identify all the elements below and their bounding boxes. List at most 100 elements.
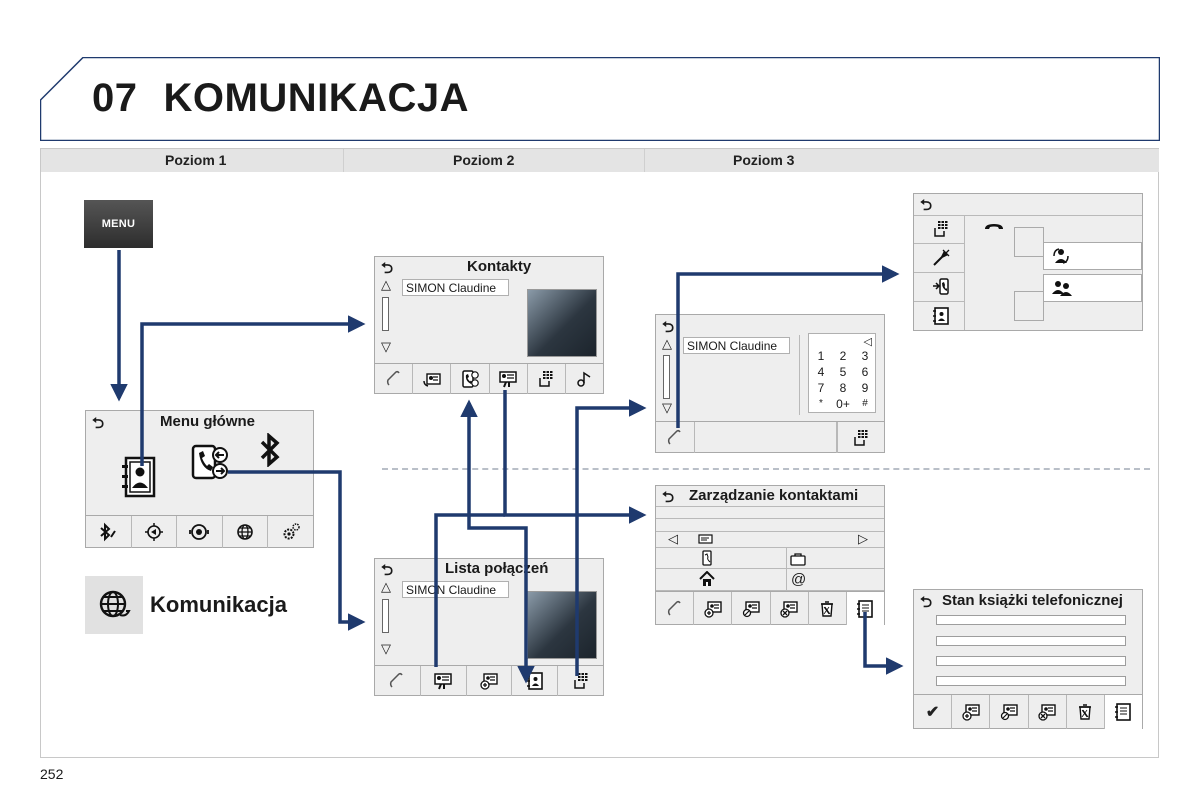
- internet-icon[interactable]: [223, 516, 269, 548]
- key-4[interactable]: 4: [817, 365, 825, 379]
- trash-icon[interactable]: [809, 592, 847, 625]
- menu-button[interactable]: MENU: [84, 200, 153, 248]
- transfer-call-icon[interactable]: [931, 277, 951, 297]
- next-arrow[interactable]: ▷: [858, 531, 868, 546]
- swap-call-button[interactable]: [1043, 242, 1142, 270]
- key-6[interactable]: 6: [861, 365, 869, 379]
- scrollbar[interactable]: [663, 355, 670, 399]
- bluetooth-audio-icon[interactable]: [86, 516, 132, 548]
- trash-icon[interactable]: [1067, 695, 1105, 729]
- keypad-icon[interactable]: [528, 364, 566, 394]
- keypad-icon[interactable]: [931, 219, 951, 239]
- contact-manage-icon[interactable]: [421, 666, 467, 696]
- mute-icon[interactable]: [931, 248, 951, 268]
- call-icon[interactable]: [656, 422, 695, 453]
- radio-icon[interactable]: [177, 516, 223, 548]
- scroll-down-icon[interactable]: ▽: [381, 641, 391, 656]
- call-icon[interactable]: [190, 443, 230, 483]
- back-icon[interactable]: ⮌: [381, 260, 394, 277]
- divider: [656, 547, 884, 548]
- divider: [914, 272, 964, 273]
- divider: [914, 215, 1142, 216]
- scroll-up-icon[interactable]: △: [381, 579, 391, 594]
- key-9[interactable]: 9: [861, 381, 869, 395]
- phonebook-icon[interactable]: [931, 306, 951, 326]
- back-icon[interactable]: ⮌: [920, 197, 933, 214]
- divider: [914, 243, 964, 244]
- komunikacja-icon[interactable]: [85, 576, 143, 634]
- contact-manage-icon[interactable]: [490, 364, 528, 394]
- scroll-up-icon[interactable]: △: [381, 277, 391, 292]
- level-2-label: Poziom 2: [453, 152, 515, 168]
- back-icon[interactable]: ⮌: [92, 415, 105, 432]
- add-contact-icon[interactable]: [952, 695, 991, 729]
- delete-contact-icon[interactable]: [771, 592, 809, 625]
- back-icon[interactable]: ⮌: [662, 489, 675, 506]
- key-3[interactable]: 3: [861, 349, 869, 363]
- key-0[interactable]: 0+: [836, 397, 850, 411]
- contact-name-field[interactable]: SIMON Claudine: [683, 337, 790, 354]
- divider: [656, 568, 884, 569]
- hang-up-icon[interactable]: [984, 218, 1004, 229]
- scroll-down-icon[interactable]: ▽: [662, 400, 672, 415]
- arrow-to-phonebook: [467, 510, 535, 684]
- bluetooth-icon[interactable]: [258, 433, 282, 467]
- call-icon[interactable]: [375, 364, 414, 394]
- key-2[interactable]: 2: [839, 349, 847, 363]
- scrollbar[interactable]: [382, 297, 389, 331]
- conference-call-button[interactable]: [1043, 274, 1142, 302]
- contact-name-field[interactable]: SIMON Claudine: [402, 581, 509, 598]
- settings-icon[interactable]: [268, 516, 313, 548]
- keypad-icon[interactable]: [837, 422, 884, 453]
- divider: [656, 590, 884, 591]
- level-separator: [644, 149, 645, 172]
- contact-name-field[interactable]: SIMON Claudine: [402, 279, 509, 296]
- keypad-icon[interactable]: [558, 666, 603, 696]
- call-list-title: Lista połączeń: [445, 560, 549, 577]
- navigation-icon[interactable]: [132, 516, 178, 548]
- toolbar-empty: [695, 422, 837, 453]
- prev-arrow[interactable]: ◁: [668, 531, 678, 546]
- contacts-screen: ⮌ Kontakty △ ▽ SIMON Claudine: [374, 256, 604, 394]
- back-icon[interactable]: ⮌: [662, 319, 675, 336]
- add-contact-icon[interactable]: [467, 666, 513, 696]
- status-bar: [936, 636, 1126, 646]
- ringtone-icon[interactable]: [566, 364, 603, 394]
- dashed-separator: [382, 468, 1150, 470]
- scroll-up-icon[interactable]: △: [662, 336, 672, 351]
- add-contact-icon[interactable]: [694, 592, 733, 625]
- scrollbar[interactable]: [382, 599, 389, 633]
- search-contact-icon[interactable]: [990, 695, 1029, 729]
- divider: [964, 216, 965, 330]
- phonebook-icon[interactable]: [120, 455, 160, 499]
- delete-key[interactable]: ◁: [863, 336, 872, 348]
- key-hash[interactable]: #: [862, 398, 868, 409]
- status-bar: [936, 656, 1126, 666]
- key-8[interactable]: 8: [839, 381, 847, 395]
- key-7[interactable]: 7: [817, 381, 825, 395]
- confirm-icon[interactable]: ✔: [914, 695, 953, 729]
- manage-contacts-title: Zarządzanie kontaktami: [689, 487, 859, 504]
- arrow-calllist-to-manage: [434, 513, 505, 667]
- search-contact-icon[interactable]: [732, 592, 771, 625]
- diagram-frame: [40, 148, 1159, 758]
- key-star[interactable]: *: [819, 398, 823, 409]
- contact-photo: [527, 289, 597, 357]
- key-1[interactable]: 1: [817, 349, 825, 363]
- delete-contact-icon[interactable]: [1029, 695, 1067, 729]
- contact-card-icon[interactable]: [413, 364, 452, 394]
- back-icon[interactable]: ⮌: [381, 562, 394, 579]
- divider: [914, 301, 964, 302]
- work-icon: [790, 553, 806, 566]
- arrow-keypad-to-dial: [575, 399, 647, 676]
- key-5[interactable]: 5: [839, 365, 847, 379]
- back-icon[interactable]: ⮌: [920, 594, 933, 611]
- call-icon[interactable]: [656, 592, 695, 625]
- divider: [786, 548, 787, 590]
- scroll-down-icon[interactable]: ▽: [381, 339, 391, 354]
- phonebook-icon[interactable]: [1104, 695, 1143, 729]
- caller-photo-placeholder: [1014, 291, 1044, 321]
- call-icon[interactable]: [375, 666, 421, 696]
- call-history-icon[interactable]: [451, 364, 490, 394]
- chapter-number: 07: [92, 76, 138, 120]
